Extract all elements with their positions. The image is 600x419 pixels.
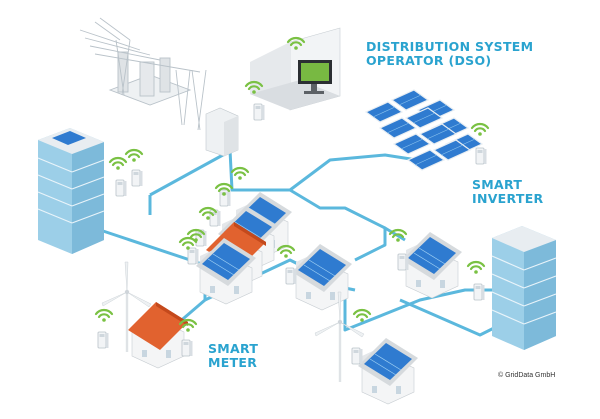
smart-inverter-label: SMART INVERTER xyxy=(472,178,543,206)
smart-meter-label: SMART METER xyxy=(208,342,258,370)
monitor-icon xyxy=(298,60,332,94)
office-building-left xyxy=(37,128,105,254)
solar-panel-icon xyxy=(365,89,483,171)
dso-label-line2: OPERATOR (DSO) xyxy=(366,53,492,68)
houses xyxy=(127,191,463,405)
office-building-right xyxy=(491,226,557,350)
inverter-label-line1: SMART xyxy=(472,177,523,192)
inverter-label-line2: INVERTER xyxy=(472,191,544,206)
dso-control-room xyxy=(250,27,341,111)
transformer-icon xyxy=(79,17,207,131)
meter-label-line2: METER xyxy=(208,355,258,370)
meter-label-line1: SMART xyxy=(208,341,259,356)
substation-box xyxy=(205,107,239,157)
dso-label: DISTRIBUTION SYSTEM OPERATOR (DSO) xyxy=(366,40,533,68)
dso-label-line1: DISTRIBUTION SYSTEM xyxy=(366,39,534,54)
copyright-text: © GridData GmbH xyxy=(498,372,556,379)
